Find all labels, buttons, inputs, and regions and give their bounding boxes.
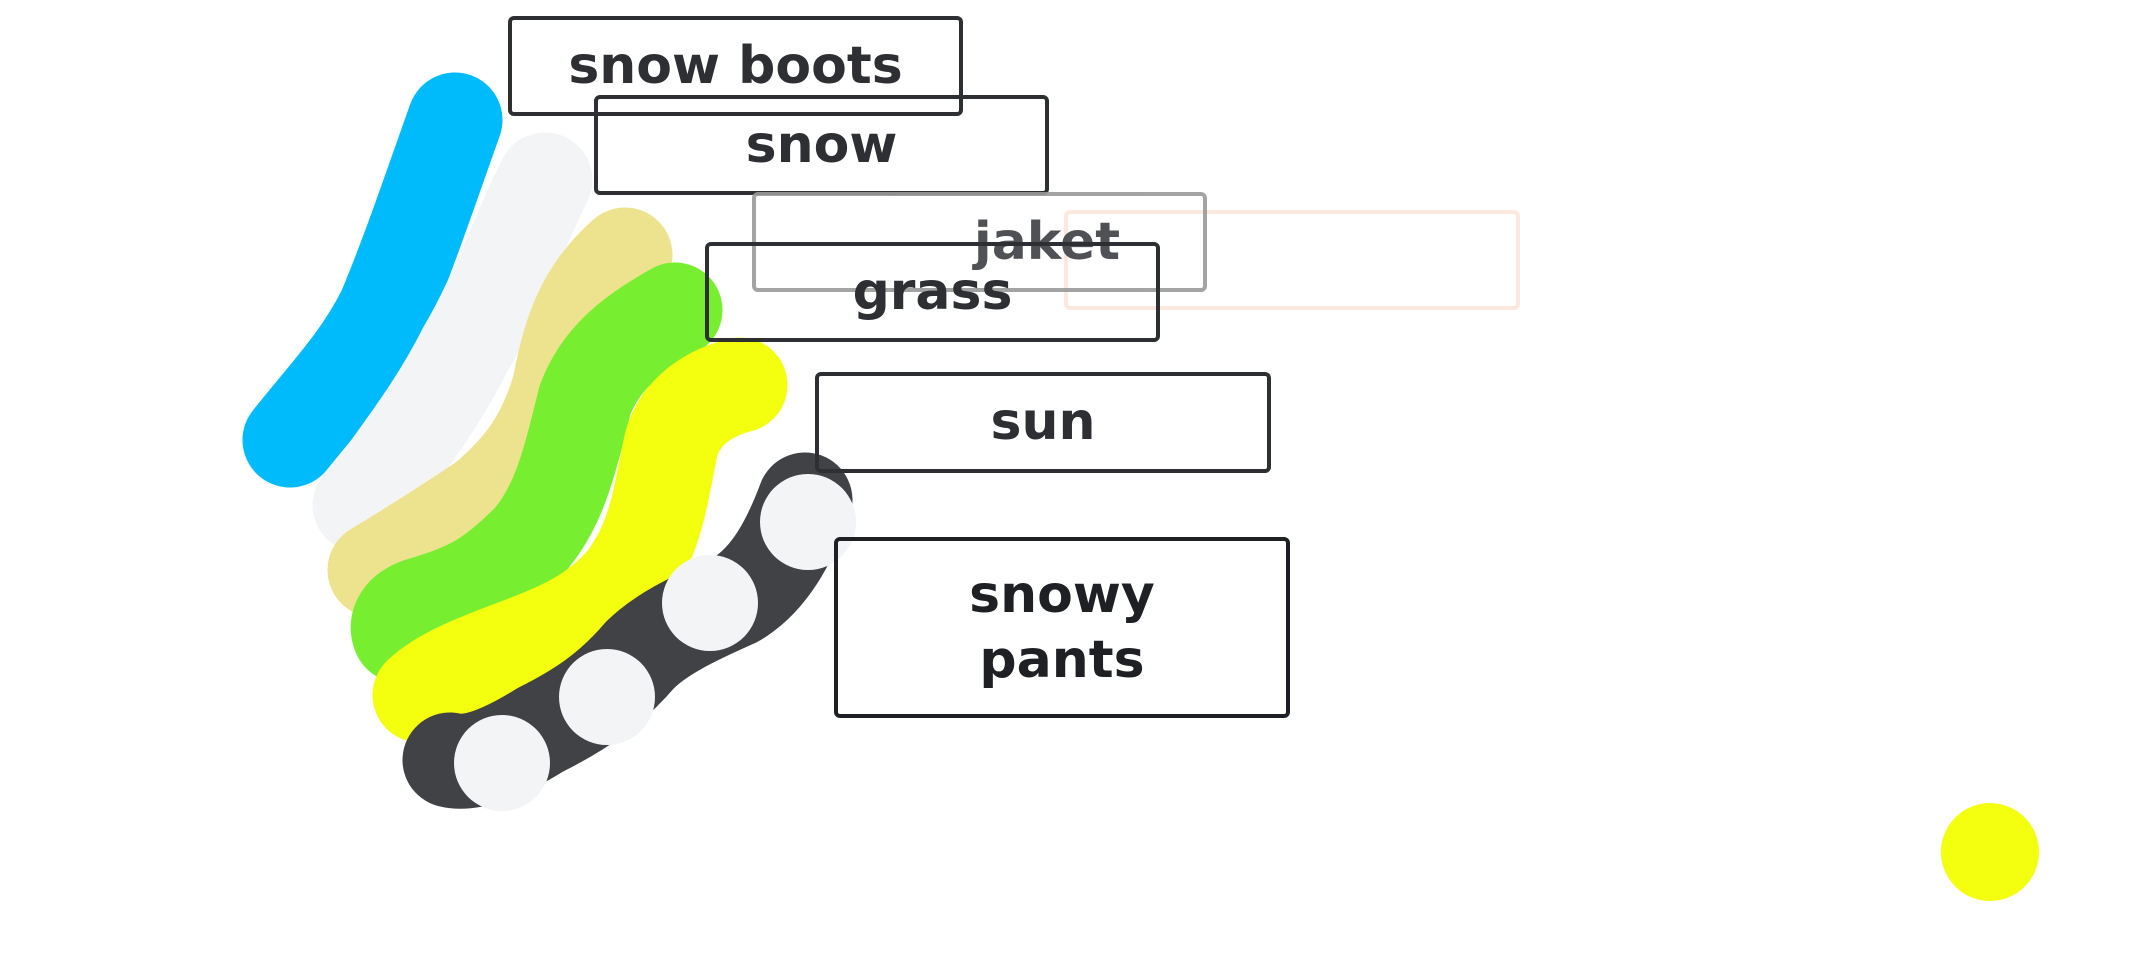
label-snow-boots-text: snow boots (568, 35, 903, 96)
white-stroke (312, 132, 593, 553)
label-snow-boots[interactable]: snow boots (508, 16, 963, 116)
pant-dot-3 (559, 649, 655, 745)
label-sun[interactable]: sun (815, 372, 1271, 473)
label-grass[interactable]: grass (705, 242, 1160, 342)
pant-dot-4 (454, 715, 550, 811)
yellow-dot[interactable] (1941, 803, 2039, 901)
pant-dot-1 (760, 474, 856, 570)
yellow-stroke (372, 337, 788, 743)
green-stroke (350, 262, 723, 683)
label-sun-text: sun (990, 392, 1096, 452)
label-snow-text: snow (745, 114, 898, 175)
label-snowy-pants[interactable]: snowy pants (834, 537, 1290, 718)
label-snowy-pants-text: snowy pants (969, 564, 1155, 690)
label-grass-text: grass (852, 261, 1013, 322)
label-snow[interactable]: snow (594, 95, 1049, 195)
label-jaket-text: jaket (973, 211, 1121, 272)
blue-stroke (242, 72, 503, 488)
pant-dot-2 (662, 555, 758, 651)
ghost-drop-zone (1064, 210, 1520, 310)
